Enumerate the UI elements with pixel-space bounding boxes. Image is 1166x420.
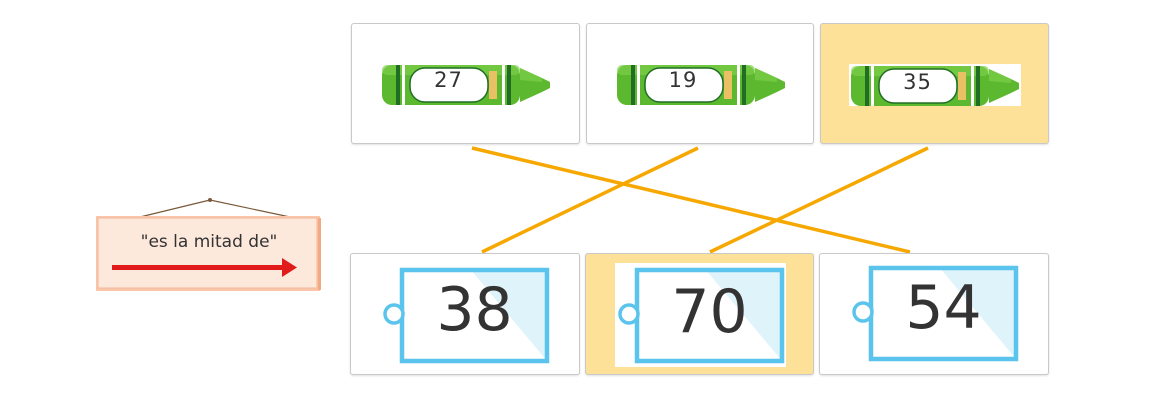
tag-card-38[interactable]: 38 [350, 253, 580, 375]
tag-card-70[interactable]: 70 [585, 253, 814, 375]
tag-icon [615, 263, 786, 367]
crayon-card-35[interactable]: 35 [820, 23, 1049, 144]
crayon-icon [821, 24, 1048, 143]
connector-line [471, 146, 911, 254]
connector-line [481, 146, 699, 254]
tag-number: 54 [905, 273, 982, 343]
connector-line [709, 146, 929, 254]
right-arrow-icon [112, 258, 297, 277]
crayon-icon [352, 24, 579, 143]
crayon-number: 35 [903, 70, 932, 94]
crayon-number: 27 [434, 68, 463, 92]
tag-icon [852, 265, 1019, 362]
tag-number: 70 [671, 277, 748, 347]
crayon-number: 19 [668, 68, 698, 92]
tag-icon [383, 267, 550, 364]
relation-label: "es la mitad de" [140, 232, 278, 252]
tag-number: 38 [436, 275, 513, 345]
crayon-card-27[interactable]: 27 [351, 23, 580, 144]
tag-card-54[interactable]: 54 [819, 253, 1049, 375]
crayon-card-19[interactable]: 19 [586, 23, 814, 144]
crayon-icon [587, 24, 813, 143]
relation-sign [96, 198, 321, 291]
